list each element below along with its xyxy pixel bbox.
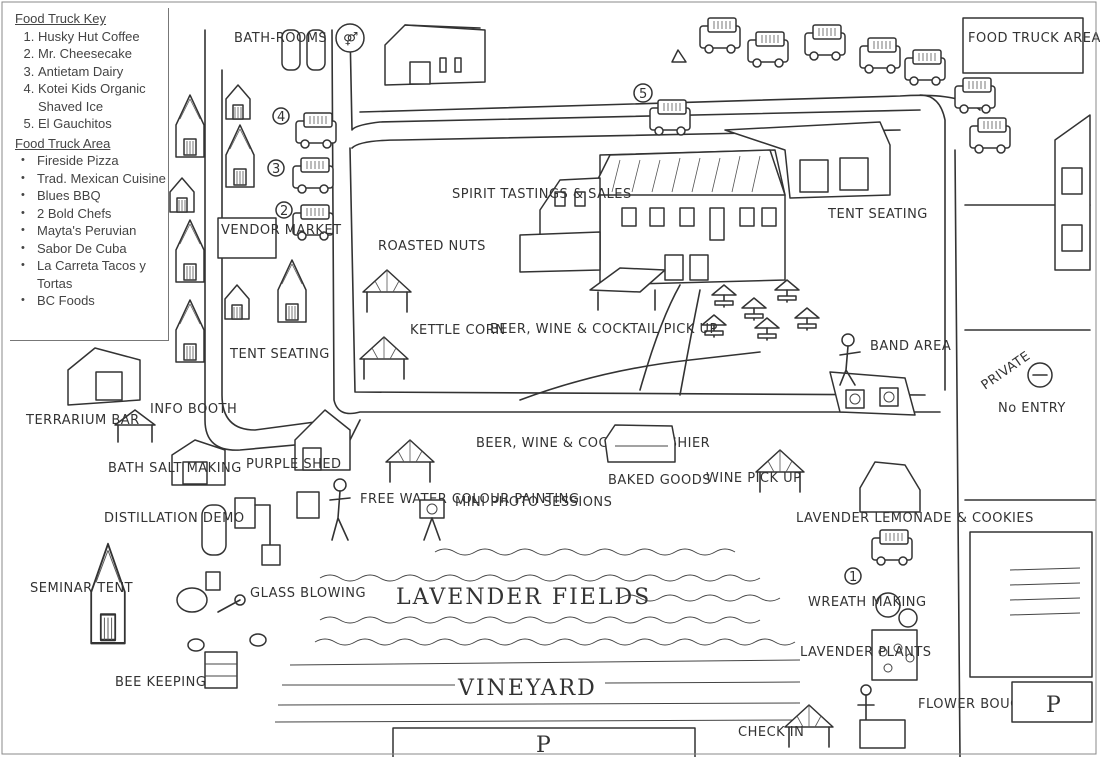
area-vendor-item: Fireside Pizza [21, 152, 168, 170]
truck-number-3: 3 [272, 162, 281, 177]
area-vendor-item: Sabor De Cuba [21, 240, 168, 258]
label-food-truck-area: FOOD TRUCK AREA [968, 31, 1100, 46]
parking-right: P [1046, 693, 1063, 718]
lavender-fields: LAVENDER FIELDS [314, 548, 796, 646]
area-vendor-item: Mayta's Peruvian [21, 222, 168, 240]
food-truck-area-title: Food Truck Area [15, 135, 111, 151]
lemonade-stand [859, 461, 921, 513]
wreath-lavender-stand [871, 592, 918, 681]
label-private: PRIVATE [979, 349, 1034, 394]
food-truck-area-list: Fireside PizzaTrad. Mexican CuisineBlues… [10, 152, 168, 310]
label-beer-wine-pickup: BEER, WINE & COCKTAIL PICK UP [490, 322, 718, 337]
label-lavender-lemonade: LAVENDER LEMONADE & COOKIES [796, 511, 1034, 526]
food-truck-list: Husky Hut CoffeeMr. CheesecakeAntietam D… [10, 28, 168, 133]
truck-number-4: 4 [277, 110, 286, 125]
right-building [1054, 114, 1091, 271]
area-vendor-item: Trad. Mexican Cuisine [21, 170, 168, 188]
numbered-trucks: 4 3 2 5 1 [267, 83, 913, 585]
bee-keeping [187, 633, 267, 689]
flower-bouquet-stand [857, 684, 906, 749]
baked-goods-stand [604, 424, 676, 463]
label-roasted-nuts: ROASTED NUTS [378, 239, 486, 254]
label-bathrooms: BATH-ROOMS [234, 31, 327, 46]
kettle-corn-tent [359, 336, 409, 380]
label-no-entry: No ENTRY [998, 401, 1066, 416]
label-bee-keeping: BEE KEEPING [115, 675, 206, 690]
label-seminar-tent: SEMINAR TENT [30, 581, 133, 596]
label-kettle-corn: KETTLE CORN [410, 323, 506, 338]
roasted-nuts-tent [362, 269, 412, 313]
restroom-icon: ⚤ [343, 32, 359, 47]
food-truck-item: Husky Hut Coffee [38, 28, 168, 46]
label-info-booth: INFO BOOTH [150, 402, 237, 417]
label-spirit-tastings: SPIRIT TASTINGS & SALES [452, 187, 632, 202]
food-truck-item: El Gauchitos [38, 115, 168, 133]
vendor-sheds: VENDOR MARKET TENT SEATING [169, 84, 342, 363]
truck-number-2: 2 [280, 204, 289, 219]
parking-bottom: P [536, 733, 553, 757]
label-free-watercolour: FREE WATER COLOUR PAINTING [360, 492, 579, 507]
label-lavender-fields: LAVENDER FIELDS [396, 585, 651, 610]
top-barn [384, 24, 486, 86]
label-distillation-demo: DISTILLATION DEMO [104, 511, 245, 526]
label-terrarium-bar: TERRARIUM BAR [25, 413, 140, 428]
label-baked-goods: BAKED GOODS [608, 473, 711, 488]
label-wine-pickup: WINE PICK UP [706, 471, 802, 486]
label-mini-photo: MINI PHOTO SESSIONS [455, 495, 612, 510]
left-lower-buildings: TERRARIUM BAR INFO BOOTH BATH SALT MAKIN… [25, 347, 351, 486]
label-wreath-making: WREATH MAKING [808, 595, 927, 610]
food-truck-item: Mr. Cheesecake [38, 45, 168, 63]
cashier-tent [385, 439, 435, 483]
label-bath-salt: BATH SALT MAKING [108, 461, 242, 476]
food-truck-key-title: Food Truck Key [15, 11, 107, 26]
area-vendor-item: 2 Bold Chefs [21, 205, 168, 223]
painting-station [296, 478, 351, 541]
vineyard: VINEYARD [274, 659, 801, 723]
label-band-area: BAND AREA [870, 339, 951, 354]
bathrooms: ⚤ BATH-ROOMS [234, 23, 365, 71]
food-truck-item: Antietam Dairy [38, 63, 168, 81]
truck-number-1: 1 [849, 570, 858, 585]
label-vendor-market: VENDOR MARKET [221, 223, 342, 238]
area-vendor-item: Blues BBQ [21, 187, 168, 205]
private-area: PRIVATE No ENTRY [979, 349, 1066, 416]
label-glass-blowing: GLASS BLOWING [250, 586, 366, 601]
parking-areas: P P [392, 531, 1093, 757]
label-purple-shed: PURPLE SHED [246, 457, 342, 472]
label-tent-seating-right: TENT SEATING [827, 207, 928, 222]
label-tent-seating-left: TENT SEATING [229, 347, 330, 362]
label-vineyard: VINEYARD [457, 676, 597, 701]
label-lavender-plants: LAVENDER PLANTS [800, 645, 932, 660]
photo-station [419, 499, 445, 541]
food-truck-legend: Food Truck Key Husky Hut CoffeeMr. Chees… [10, 8, 169, 341]
band-area: BAND AREA [829, 333, 951, 416]
truck-number-5: 5 [639, 87, 648, 102]
food-truck-item: Kotei Kids Organic Shaved Ice [38, 80, 168, 115]
food-truck-area: FOOD TRUCK AREA [671, 17, 1100, 154]
glass-blowing [176, 571, 246, 613]
main-building [519, 121, 891, 311]
area-vendor-item: La Carreta Tacos y Tortas [21, 257, 168, 292]
area-vendor-item: BC Foods [21, 292, 168, 310]
label-check-in: CHECK IN [738, 725, 804, 740]
roads [204, 29, 1096, 757]
cafe-seating [701, 279, 820, 341]
distillation-demo [201, 497, 281, 566]
